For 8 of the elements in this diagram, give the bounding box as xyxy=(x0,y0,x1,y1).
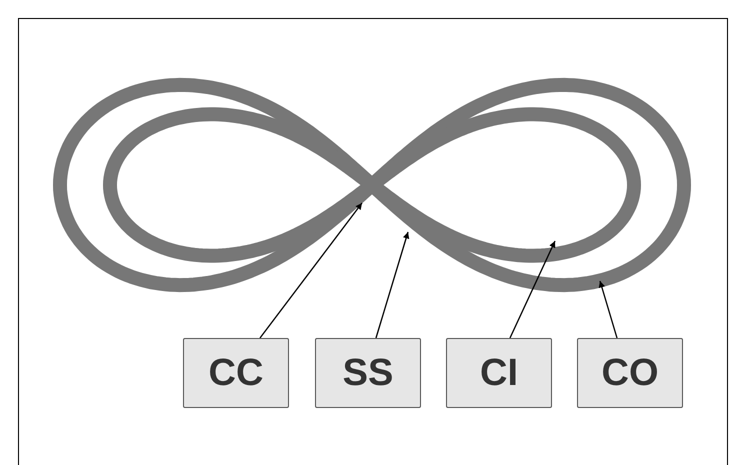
leader-arrow xyxy=(375,232,410,338)
label-box: CC xyxy=(183,338,289,408)
leader-arrow xyxy=(259,202,363,338)
leader-arrow xyxy=(509,240,556,338)
label-box: CI xyxy=(446,338,552,408)
label-box: SS xyxy=(315,338,421,408)
leader-arrow xyxy=(598,280,618,338)
label-box: CO xyxy=(577,338,683,408)
